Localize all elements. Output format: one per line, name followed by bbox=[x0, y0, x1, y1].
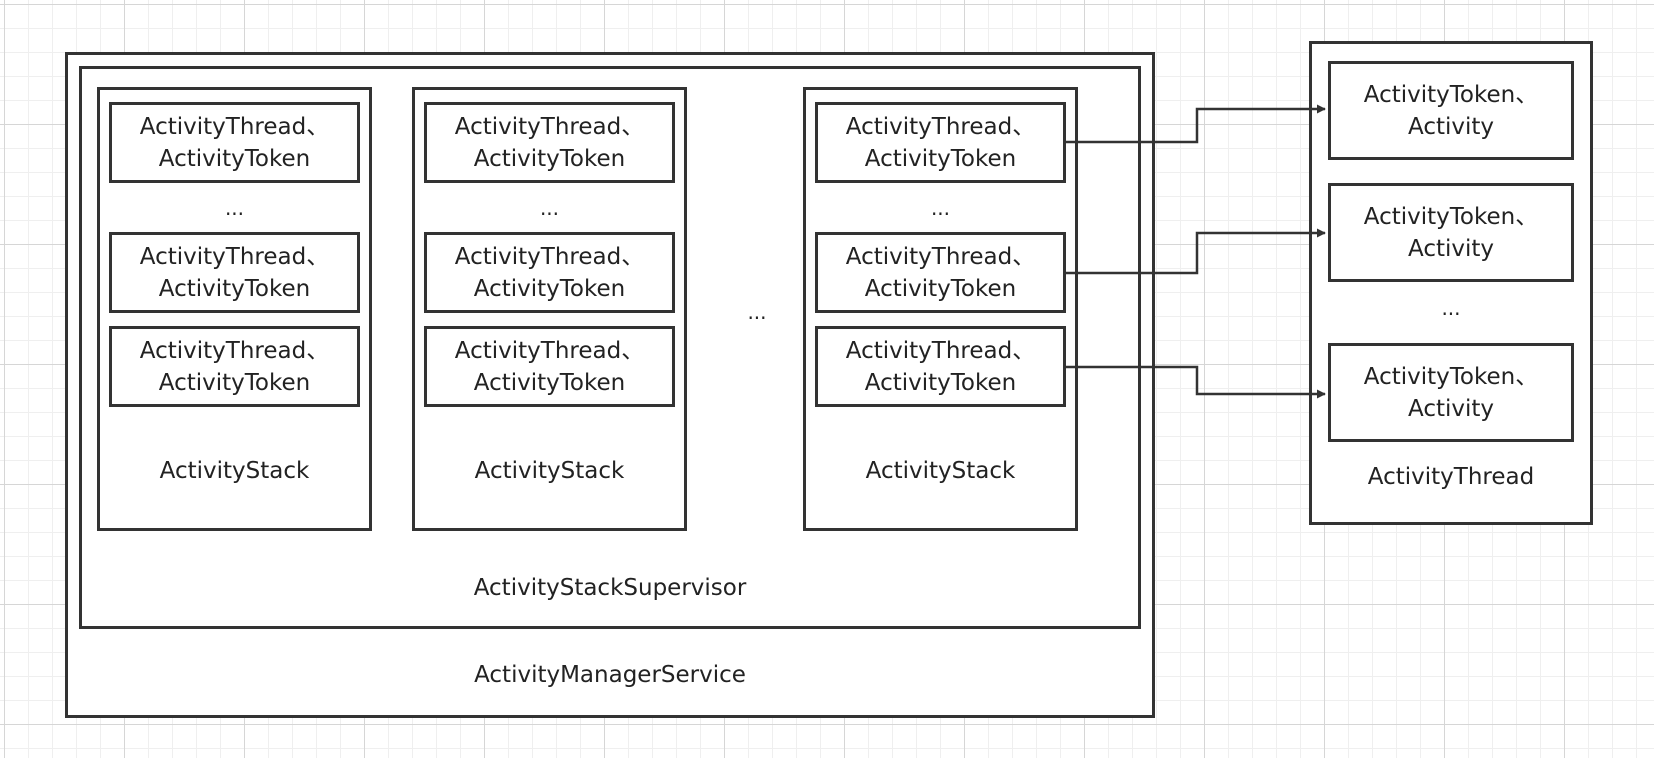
activity-stack-1-ellipsis: ... bbox=[224, 196, 245, 220]
record-token-text: ActivityToken bbox=[864, 275, 1017, 302]
record-thread-text: ActivityThread、 bbox=[845, 113, 1036, 140]
record-token-text: ActivityToken bbox=[473, 145, 626, 172]
activity-stack-2-label: ActivityStack bbox=[474, 458, 625, 484]
activity-record-2-3: ActivityThread、 ActivityToken bbox=[424, 326, 675, 407]
record-thread-text: ActivityThread、 bbox=[139, 337, 330, 364]
activity-thread-label: ActivityThread bbox=[1367, 464, 1535, 490]
activity-record-3-2: ActivityThread、 ActivityToken bbox=[815, 232, 1066, 313]
activity-record-1-2: ActivityThread、 ActivityToken bbox=[109, 232, 360, 313]
activity-manager-service-label: ActivityManagerService bbox=[474, 662, 746, 688]
entry-activity-text: Activity bbox=[1407, 395, 1494, 422]
activity-thread-ellipsis: ... bbox=[1441, 296, 1461, 320]
activity-stack-3-ellipsis: ... bbox=[930, 196, 951, 220]
activity-record-1-3: ActivityThread、 ActivityToken bbox=[109, 326, 360, 407]
entry-activity-text: Activity bbox=[1407, 113, 1494, 140]
record-thread-text: ActivityThread、 bbox=[454, 113, 645, 140]
record-token-text: ActivityToken bbox=[473, 369, 626, 396]
record-token-text: ActivityToken bbox=[158, 369, 311, 396]
activity-stack-3-label: ActivityStack bbox=[865, 458, 1016, 484]
activity-record-1-1: ActivityThread、 ActivityToken bbox=[109, 102, 360, 183]
record-thread-text: ActivityThread、 bbox=[454, 243, 645, 270]
activity-record-3-1: ActivityThread、 ActivityToken bbox=[815, 102, 1066, 183]
record-token-text: ActivityToken bbox=[158, 275, 311, 302]
activity-stack-supervisor-label: ActivityStackSupervisor bbox=[473, 575, 747, 601]
activity-record-2-1: ActivityThread、 ActivityToken bbox=[424, 102, 675, 183]
entry-activity-text: Activity bbox=[1407, 235, 1494, 262]
record-token-text: ActivityToken bbox=[864, 145, 1017, 172]
record-token-text: ActivityToken bbox=[158, 145, 311, 172]
entry-token-text: ActivityToken、 bbox=[1363, 203, 1539, 230]
record-thread-text: ActivityThread、 bbox=[139, 243, 330, 270]
record-token-text: ActivityToken bbox=[864, 369, 1017, 396]
record-thread-text: ActivityThread、 bbox=[454, 337, 645, 364]
activity-record-3-3: ActivityThread、 ActivityToken bbox=[815, 326, 1066, 407]
activity-stacks-ellipsis: ... bbox=[747, 300, 767, 324]
record-thread-text: ActivityThread、 bbox=[139, 113, 330, 140]
activity-thread-entry-2: ActivityToken、 Activity bbox=[1328, 183, 1574, 282]
activity-stack-1-label: ActivityStack bbox=[159, 458, 310, 484]
entry-token-text: ActivityToken、 bbox=[1363, 363, 1539, 390]
record-token-text: ActivityToken bbox=[473, 275, 626, 302]
activity-thread-entry-3: ActivityToken、 Activity bbox=[1328, 343, 1574, 442]
activity-stack-2-ellipsis: ... bbox=[539, 196, 560, 220]
record-thread-text: ActivityThread、 bbox=[845, 243, 1036, 270]
entry-token-text: ActivityToken、 bbox=[1363, 81, 1539, 108]
activity-thread-entry-1: ActivityToken、 Activity bbox=[1328, 61, 1574, 160]
activity-record-2-2: ActivityThread、 ActivityToken bbox=[424, 232, 675, 313]
record-thread-text: ActivityThread、 bbox=[845, 337, 1036, 364]
